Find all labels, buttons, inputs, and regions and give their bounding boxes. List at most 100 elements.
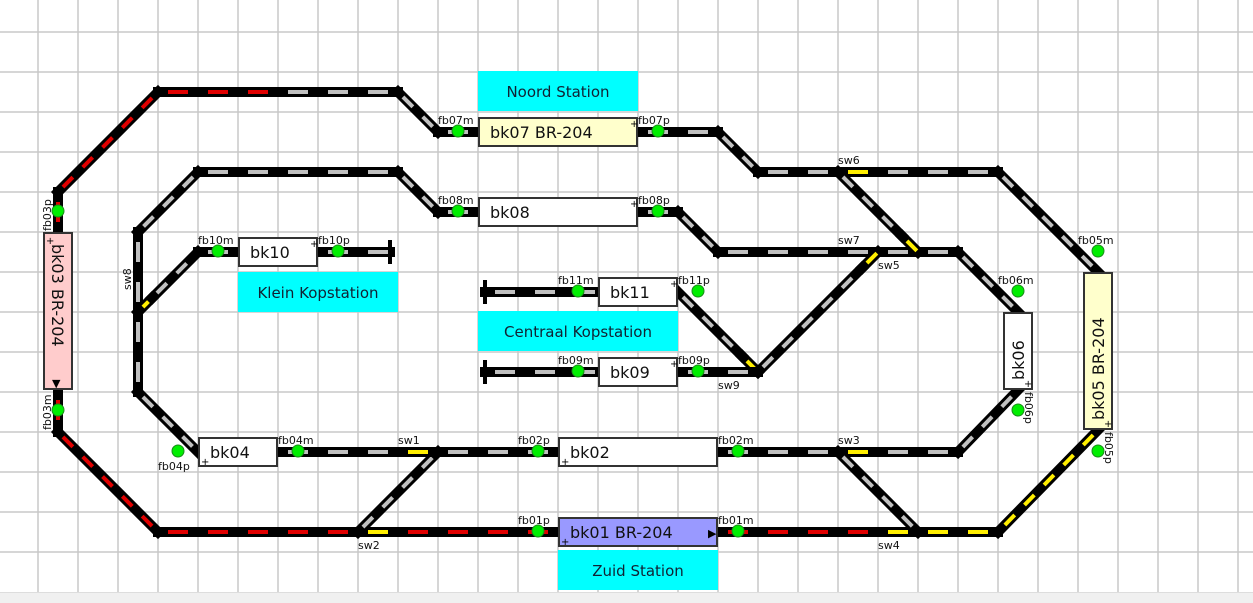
track-occupancy-free	[676, 210, 720, 254]
block-label: bk04	[210, 443, 250, 462]
block-body	[1003, 312, 1033, 390]
sensor-fb02m[interactable]: fb02m	[718, 434, 754, 458]
sensor-fb06m[interactable]: fb06m	[998, 274, 1034, 298]
station-label-text: Noord Station	[506, 83, 609, 101]
track-occupancy-free	[836, 450, 920, 534]
sensor-label: fb10p	[318, 234, 350, 247]
sensor-led-icon	[731, 444, 745, 458]
track-occupancy-free	[396, 170, 440, 214]
sensor-fb09m[interactable]: fb09m	[558, 354, 594, 378]
track-occupancy-free	[136, 170, 200, 234]
track-occupancy-free	[716, 130, 760, 174]
sensor-fb07m[interactable]: fb07m	[438, 114, 474, 138]
sensor-fb11m[interactable]: fb11m	[558, 274, 594, 298]
switch-sw9[interactable]: sw9	[718, 379, 740, 392]
switch-sw2[interactable]: sw2	[358, 539, 380, 552]
track-occupancy-free	[996, 170, 1100, 274]
sensor-label: fb01p	[518, 514, 550, 527]
block-bk11[interactable]: bk11+	[598, 277, 678, 307]
sensor-fb11p[interactable]: fb11p	[678, 274, 710, 298]
block-body	[198, 437, 278, 467]
track-occupancy-free	[756, 266, 864, 374]
block-bk05[interactable]: bk05 BR-204+	[1083, 272, 1113, 430]
sensor-label: fb06p	[1022, 392, 1035, 424]
sensor-fb01p[interactable]: fb01p	[518, 514, 550, 538]
block-label: bk06	[1009, 340, 1028, 380]
sensor-led-icon	[1011, 403, 1025, 417]
block-body	[238, 237, 318, 267]
track-occupancy-free	[676, 290, 744, 358]
sensor-label: fb04p	[158, 460, 190, 473]
switch-sw8[interactable]: sw8	[121, 268, 134, 290]
block-body	[478, 197, 638, 227]
block-label: bk02	[570, 443, 610, 462]
sensor-fb07p[interactable]: fb07p	[638, 114, 670, 138]
block-body	[43, 232, 73, 390]
block-bk01[interactable]: bk01 BR-204+▶	[558, 517, 718, 548]
station-label-zuid	[558, 550, 718, 590]
block-bk03[interactable]: bk03 BR-204+ ▼	[43, 232, 73, 390]
block-body	[598, 277, 678, 307]
sensor-led-icon	[211, 244, 225, 258]
block-bk08[interactable]: bk08+	[478, 197, 638, 227]
block-plus-marker: +	[1104, 419, 1112, 430]
sensor-fb10p[interactable]: fb10p	[318, 234, 350, 258]
sensor-fb01m[interactable]: fb01m	[718, 514, 754, 538]
block-body	[598, 357, 678, 387]
sensor-fb10m[interactable]: fb10m	[198, 234, 234, 258]
track-occupancy-free	[136, 390, 200, 454]
sensor-led-icon	[1091, 444, 1105, 458]
sensor-fb05m[interactable]: fb05m	[1078, 234, 1114, 258]
block-plus-marker: +	[1024, 379, 1032, 390]
sensor-led-icon	[691, 284, 705, 298]
block-plus-marker: +	[630, 119, 638, 130]
sensor-fb04m[interactable]: fb04m	[278, 434, 314, 458]
sensor-led-icon	[451, 124, 465, 138]
sensor-label: fb09p	[678, 354, 710, 367]
block-bk07[interactable]: bk07 BR-204+	[478, 117, 638, 147]
block-plus-marker: +	[201, 457, 209, 468]
switch-sw3[interactable]: sw3	[838, 434, 860, 447]
sensor-label: fb01m	[718, 514, 754, 527]
sensor-label: fb09m	[558, 354, 594, 367]
switch-sw4[interactable]: sw4	[878, 539, 900, 552]
block-bk06[interactable]: bk06+	[1003, 312, 1033, 390]
block-plus-marker: +	[46, 236, 54, 247]
direction-arrow-icon: ▼	[52, 377, 61, 390]
sensor-fb08m[interactable]: fb08m	[438, 194, 474, 218]
block-bk04[interactable]: bk04+	[198, 437, 278, 468]
block-label: bk01 BR-204	[570, 523, 673, 542]
block-bk02[interactable]: bk02+	[558, 437, 718, 468]
switches: sw1 sw2 sw3 sw4 sw5 sw6 sw7 sw8 sw9	[121, 154, 900, 552]
switch-sw5[interactable]: sw5	[878, 259, 900, 272]
block-label: bk03 BR-204	[48, 244, 67, 347]
sensor-fb08p[interactable]: fb08p	[638, 194, 670, 218]
sensor-led-icon	[331, 244, 345, 258]
sensor-led-icon	[531, 524, 545, 538]
sensor-fb05p[interactable]: fb05p	[1091, 432, 1115, 464]
sensor-fb09p[interactable]: fb09p	[678, 354, 710, 378]
station-label-klein	[238, 272, 398, 312]
sensor-fb02p[interactable]: fb02p	[518, 434, 550, 458]
sensor-label: fb02p	[518, 434, 550, 447]
track-occupancy-free	[956, 388, 1020, 454]
station-label-text: Zuid Station	[592, 562, 684, 580]
switch-sw6[interactable]: sw6	[838, 154, 860, 167]
sensor-led-icon	[531, 444, 545, 458]
blocks: bk07 BR-204+bk08+bk10+bk11+bk09+bk04+bk0…	[43, 117, 1113, 548]
sensor-label: fb11p	[678, 274, 710, 287]
switch-sw1[interactable]: sw1	[398, 434, 420, 447]
sensor-label: fb08m	[438, 194, 474, 207]
switch-sw7[interactable]: sw7	[838, 234, 860, 247]
block-bk10[interactable]: bk10+	[238, 237, 318, 267]
sensor-fb03p[interactable]: fb03p	[41, 199, 65, 231]
block-plus-marker: +	[561, 457, 569, 468]
block-bk09[interactable]: bk09+	[598, 357, 678, 387]
track-occupancy-reserved	[56, 430, 160, 534]
sensor-fb04p[interactable]: fb04p	[158, 444, 190, 473]
sensor-fb03m[interactable]: fb03m	[41, 394, 65, 430]
sensor-label: fb06m	[998, 274, 1034, 287]
direction-arrow-icon: ▶	[708, 527, 717, 540]
sensor-fb06p[interactable]: fb06p	[1011, 392, 1035, 424]
